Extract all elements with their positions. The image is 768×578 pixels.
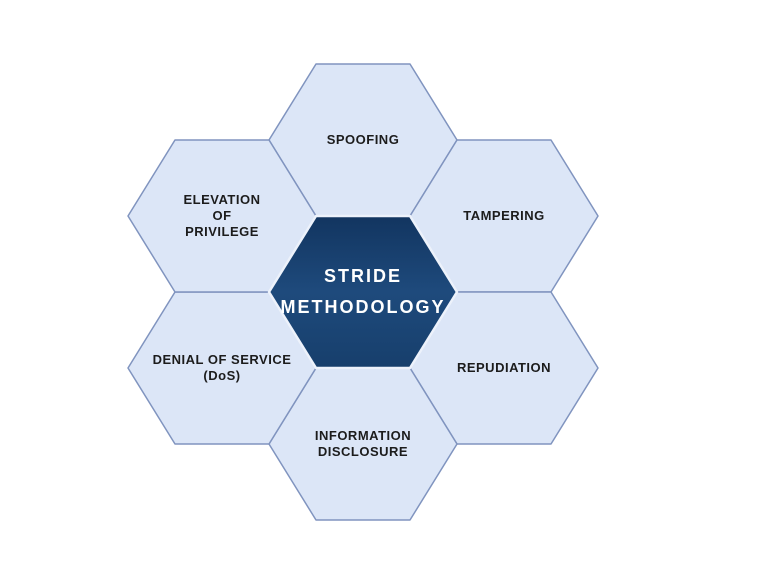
hex-label-repudiation-line: REPUDIATION	[456, 360, 552, 375]
hex-label-elevation-of-privilege-line: PRIVILEGE	[185, 224, 259, 239]
hex-label-information-disclosure-line: INFORMATION	[314, 428, 412, 443]
hex-label-denial-of-service-line: (DoS)	[203, 368, 241, 383]
hex-label-stride-methodology-line: METHODOLOGY	[280, 297, 446, 317]
hexagon-layer	[127, 63, 599, 521]
hex-label-information-disclosure-line: DISCLOSURE	[317, 444, 409, 459]
hex-label-stride-methodology: STRIDE METHODOLOGY	[281, 261, 446, 323]
hex-stride-methodology	[267, 214, 459, 370]
hex-label-tampering-line: TAMPERING	[463, 208, 545, 223]
hex-label-elevation-of-privilege-line: OF	[212, 208, 232, 223]
hex-label-spoofing-line: SPOOFING	[326, 132, 400, 147]
hex-label-tampering: TAMPERING	[463, 208, 545, 224]
hex-label-denial-of-service: DENIAL OF SERVICE(DoS)	[153, 352, 292, 384]
hex-label-repudiation: REPUDIATION	[457, 360, 551, 376]
hex-label-elevation-of-privilege-line: ELEVATION	[183, 192, 261, 207]
hex-label-stride-methodology-line: STRIDE	[323, 266, 402, 286]
hex-label-spoofing: SPOOFING	[327, 132, 400, 148]
hex-label-denial-of-service-line: DENIAL OF SERVICE	[152, 352, 292, 367]
